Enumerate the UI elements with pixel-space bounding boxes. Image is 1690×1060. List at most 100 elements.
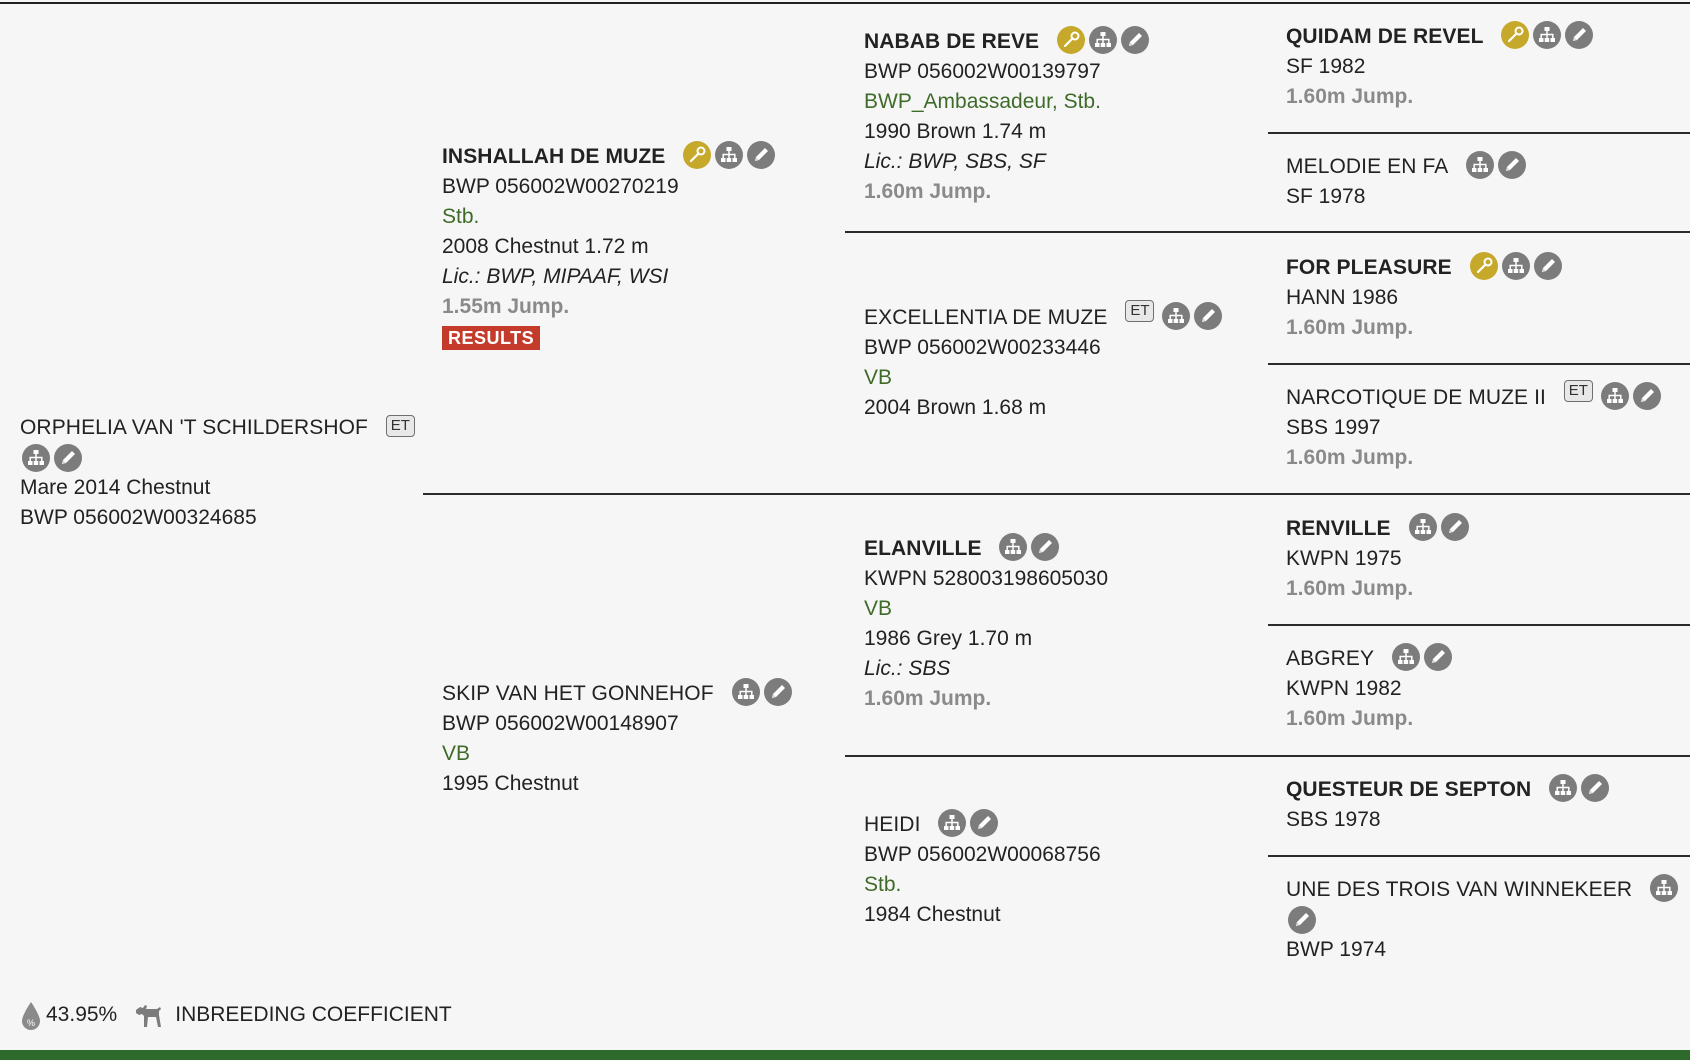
et-badge: ET <box>1563 380 1593 403</box>
dss-horse: RENVILLE KWPN 1975 1.60m Jump. <box>1286 513 1469 604</box>
pencil-edit-icon[interactable] <box>1288 906 1316 935</box>
pedigree-tree-icon[interactable] <box>1391 643 1420 672</box>
ddd-name[interactable]: UNE DES TROIS VAN WINNEKEER <box>1286 878 1633 901</box>
pencil-edit-icon[interactable] <box>1533 252 1562 281</box>
pencil-edit-icon[interactable] <box>970 809 999 838</box>
divider-sire-dam <box>423 493 1690 495</box>
subject-horse: ORPHELIA VAN 'T SCHILDERSHOF ET Mare 201… <box>20 413 419 533</box>
ssd-horse: MELODIE EN FA SF 1978 <box>1286 151 1527 212</box>
sds-horse: FOR PLEASURE HANN 1986 1.60m Jump. <box>1286 252 1562 343</box>
dds-info: SBS 1978 <box>1286 808 1381 831</box>
ds-stud: VB <box>864 597 893 620</box>
ddd-info: BWP 1974 <box>1286 938 1387 961</box>
ssd-info: SF 1978 <box>1286 185 1366 208</box>
results-button[interactable]: RESULTS <box>442 326 541 350</box>
dam-stud: VB <box>442 742 471 765</box>
key-icon[interactable] <box>1057 26 1085 55</box>
dam-reg: BWP 056002W00148907 <box>442 712 679 735</box>
sire-stud: Stb. <box>442 205 480 228</box>
ss-jump: 1.60m Jump. <box>864 180 992 203</box>
subject-name[interactable]: ORPHELIA VAN 'T SCHILDERSHOF <box>20 416 368 439</box>
pedigree-tree-icon[interactable] <box>731 678 760 707</box>
ds-licence: Lic.: SBS <box>864 657 951 680</box>
key-icon[interactable] <box>683 141 712 170</box>
sss-info: SF 1982 <box>1286 55 1366 78</box>
pencil-edit-icon[interactable] <box>1121 26 1149 55</box>
pedigree-tree-icon[interactable] <box>1549 774 1578 803</box>
key-icon[interactable] <box>1501 21 1530 50</box>
sdd-horse: NARCOTIQUE DE MUZE II ET SBS 1997 1.60m … <box>1286 380 1661 473</box>
sd-reg: BWP 056002W00233446 <box>864 336 1101 359</box>
sds-jump: 1.60m Jump. <box>1286 316 1414 339</box>
sds-name[interactable]: FOR PLEASURE <box>1286 256 1452 279</box>
bottom-green-bar <box>0 1050 1690 1060</box>
pencil-edit-icon[interactable] <box>1581 774 1610 803</box>
dd-name[interactable]: HEIDI <box>864 813 921 836</box>
pedigree-tree-icon[interactable] <box>1600 382 1629 411</box>
pencil-edit-icon[interactable] <box>1031 533 1060 562</box>
dsd-name[interactable]: ABGREY <box>1286 647 1375 670</box>
pedigree-tree-icon[interactable] <box>1408 513 1437 542</box>
pedigree-tree-icon[interactable] <box>22 444 50 473</box>
pencil-edit-icon[interactable] <box>1423 643 1452 672</box>
dss-name[interactable]: RENVILLE <box>1286 517 1391 540</box>
ss-name[interactable]: NABAB DE REVE <box>864 30 1040 53</box>
ds-info: 1986 Grey 1.70 m <box>864 627 1033 650</box>
pencil-edit-icon[interactable] <box>1440 513 1469 542</box>
svg-text:%: % <box>27 1018 35 1028</box>
sd-info: 2004 Brown 1.68 m <box>864 396 1047 419</box>
dd-reg: BWP 056002W00068756 <box>864 843 1101 866</box>
sire-horse: INSHALLAH DE MUZE BWP 056002W00270219 St… <box>442 141 776 353</box>
dss-info: KWPN 1975 <box>1286 547 1402 570</box>
pedigree-tree-icon[interactable] <box>999 533 1028 562</box>
sd-stud: VB <box>864 366 893 389</box>
ds-reg: KWPN 528003198605030 <box>864 567 1109 590</box>
top-rule <box>0 2 1690 4</box>
dam-name[interactable]: SKIP VAN HET GONNEHOF <box>442 682 714 705</box>
sds-info: HANN 1986 <box>1286 286 1399 309</box>
dds-name[interactable]: QUESTEUR DE SEPTON <box>1286 778 1532 801</box>
dsd-info: KWPN 1982 <box>1286 677 1402 700</box>
ddd-horse: UNE DES TROIS VAN WINNEKEER BWP 1974 <box>1286 874 1678 965</box>
divider-g3-2 <box>1268 363 1690 365</box>
pencil-edit-icon[interactable] <box>54 444 82 473</box>
divider-ds-dd <box>845 755 1690 757</box>
sd-name[interactable]: EXCELLENTIA DE MUZE <box>864 306 1108 329</box>
ss-horse: NABAB DE REVE BWP 056002W00139797 BWP_Am… <box>864 26 1149 207</box>
pedigree-tree-icon[interactable] <box>715 141 744 170</box>
pencil-edit-icon[interactable] <box>1565 21 1594 50</box>
pedigree-tree-icon[interactable] <box>1089 26 1117 55</box>
pedigree-tree-icon[interactable] <box>938 809 967 838</box>
pencil-edit-icon[interactable] <box>1194 302 1223 331</box>
pedigree-tree-icon[interactable] <box>1162 302 1191 331</box>
dam-horse: SKIP VAN HET GONNEHOF BWP 056002W0014890… <box>442 678 792 799</box>
sdd-info: SBS 1997 <box>1286 416 1381 439</box>
dam-info: 1995 Chestnut <box>442 772 579 795</box>
inbreeding-label[interactable]: INBREEDING COEFFICIENT <box>175 1003 452 1026</box>
pencil-edit-icon[interactable] <box>747 141 776 170</box>
divider-ss-sd <box>845 231 1690 233</box>
pencil-edit-icon[interactable] <box>763 678 792 707</box>
dd-stud: Stb. <box>864 873 902 896</box>
sdd-jump: 1.60m Jump. <box>1286 446 1414 469</box>
sdd-name[interactable]: NARCOTIQUE DE MUZE II <box>1286 386 1546 409</box>
divider-g3-3 <box>1268 624 1690 626</box>
sd-horse: EXCELLENTIA DE MUZE ET BWP 056002W002334… <box>864 300 1223 423</box>
key-icon[interactable] <box>1469 252 1498 281</box>
pedigree-tree-icon[interactable] <box>1533 21 1562 50</box>
et-badge: ET <box>1125 300 1155 323</box>
sire-name[interactable]: INSHALLAH DE MUZE <box>442 145 666 168</box>
ds-name[interactable]: ELANVILLE <box>864 537 982 560</box>
pedigree-tree-icon[interactable] <box>1466 151 1495 180</box>
pencil-edit-icon[interactable] <box>1498 151 1527 180</box>
sss-name[interactable]: QUIDAM DE REVEL <box>1286 25 1484 48</box>
pedigree-tree-icon[interactable] <box>1501 252 1530 281</box>
subject-line1: Mare 2014 Chestnut <box>20 476 211 499</box>
ssd-name[interactable]: MELODIE EN FA <box>1286 155 1449 178</box>
sss-jump: 1.60m Jump. <box>1286 85 1414 108</box>
pencil-edit-icon[interactable] <box>1632 382 1661 411</box>
subject-line2: BWP 056002W00324685 <box>20 506 257 529</box>
et-badge: ET <box>385 415 415 438</box>
pedigree-tree-icon[interactable] <box>1650 874 1678 903</box>
